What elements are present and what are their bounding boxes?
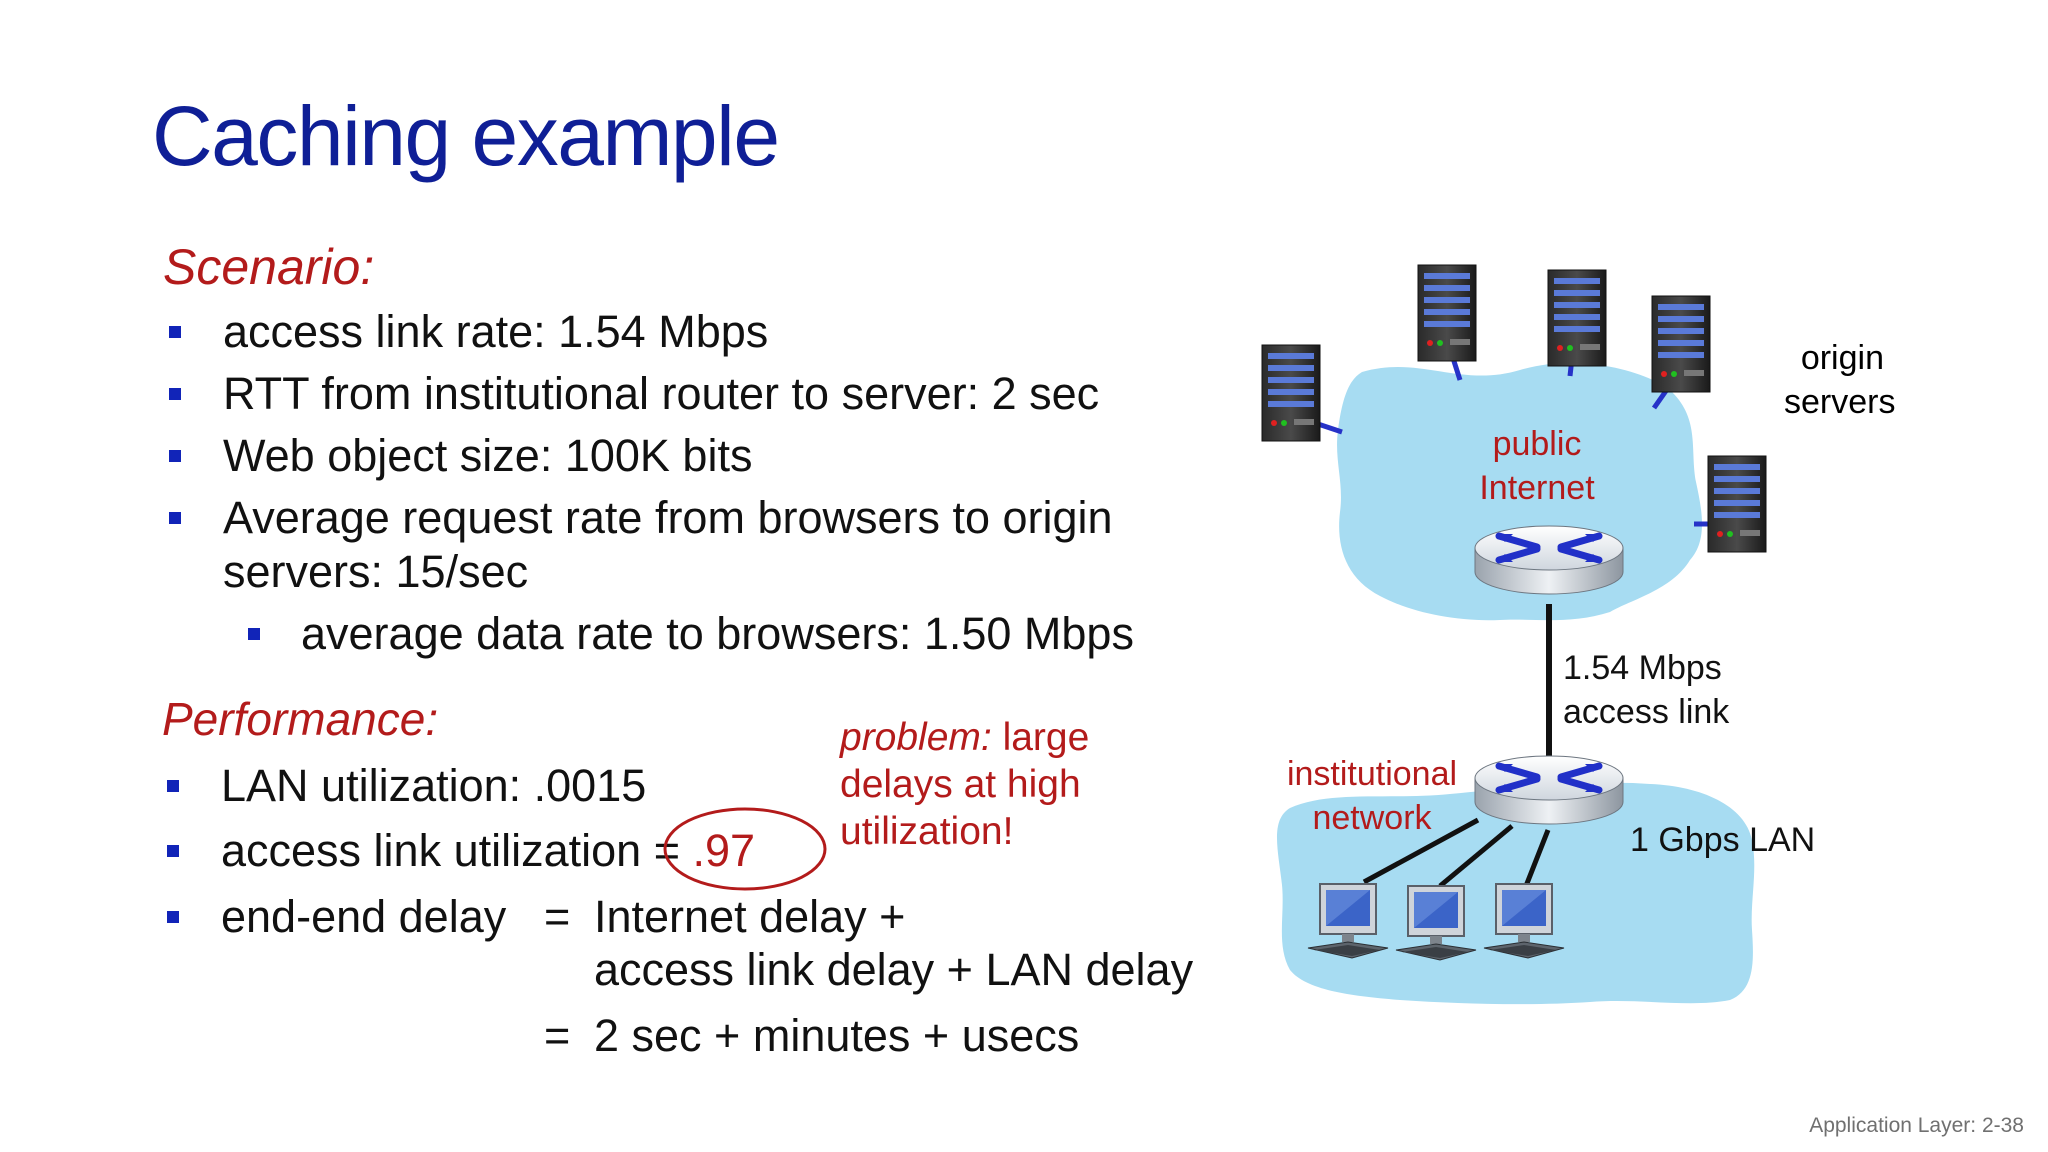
scenario-item-access-rate: access link rate: 1.54 Mbps bbox=[223, 306, 769, 357]
bullet-marker bbox=[169, 512, 181, 524]
problem-note-line1: problem: large bbox=[840, 714, 1089, 761]
perf-delay-access-lan: access link delay + LAN delay bbox=[594, 944, 1194, 995]
server-link bbox=[1317, 421, 1343, 435]
perf-lan-utilization: LAN utilization: .0015 bbox=[221, 760, 647, 811]
origin-server-icon bbox=[1651, 295, 1711, 393]
problem-label: problem: bbox=[840, 716, 992, 759]
perf-access-utilization: access link utilization = .97 bbox=[221, 825, 755, 877]
institutional-network-label: institutional network bbox=[1282, 752, 1462, 840]
bullet-marker bbox=[167, 780, 179, 792]
scenario-sub-item-data-rate: average data rate to browsers: 1.50 Mbps bbox=[301, 608, 1134, 659]
scenario-item-request-rate: Average request rate from browsers to or… bbox=[223, 492, 1113, 543]
scenario-item-rtt: RTT from institutional router to server:… bbox=[223, 368, 1100, 419]
public-internet-label: public Internet bbox=[1472, 422, 1602, 510]
perf-delay-internet: Internet delay + bbox=[594, 891, 906, 942]
lan-link bbox=[1523, 829, 1551, 887]
lan-link bbox=[1438, 824, 1514, 888]
pc-icon bbox=[1307, 883, 1389, 959]
perf-access-util-label: access link utilization bbox=[221, 825, 642, 876]
highlight-ellipse bbox=[663, 807, 827, 891]
access-link-label-line1: 1.54 Mbps bbox=[1563, 649, 1722, 687]
origin-server-icon bbox=[1547, 269, 1607, 367]
bullet-marker bbox=[169, 326, 181, 338]
origin-server-icon bbox=[1707, 455, 1767, 553]
bullet-marker bbox=[169, 450, 181, 462]
institutional-network-label-line1: institutional bbox=[1286, 755, 1458, 793]
lan-link bbox=[1362, 817, 1480, 885]
bullet-marker bbox=[167, 911, 179, 923]
origin-server-icon bbox=[1261, 344, 1321, 442]
lan-label: 1 Gbps LAN bbox=[1630, 821, 1816, 859]
bullet-marker bbox=[169, 388, 181, 400]
origin-server-icon bbox=[1417, 264, 1477, 362]
perf-access-util-value: .97 bbox=[692, 825, 756, 876]
perf-delay-eq-2: = bbox=[544, 1010, 571, 1061]
origin-servers-label-line2: servers bbox=[1784, 383, 1896, 421]
slide-footer: Application Layer: 2-38 bbox=[1809, 1114, 2024, 1137]
perf-delay-result: 2 sec + minutes + usecs bbox=[594, 1010, 1080, 1061]
perf-delay-eq-1: = bbox=[544, 891, 571, 942]
access-link-label: 1.54 Mbps access link bbox=[1563, 646, 1729, 734]
public-internet-label-line1: public bbox=[1492, 425, 1582, 463]
sub-bullet-marker bbox=[248, 628, 260, 640]
problem-note-line1-rest: large bbox=[991, 716, 1090, 759]
perf-delay-label: end-end delay bbox=[221, 891, 507, 942]
scenario-item-object-size: Web object size: 100K bits bbox=[223, 430, 753, 481]
performance-heading: Performance: bbox=[162, 693, 439, 745]
scenario-item-request-rate-cont: servers: 15/sec bbox=[223, 546, 529, 597]
pc-icon bbox=[1483, 883, 1565, 959]
pc-icon bbox=[1395, 885, 1477, 961]
bullet-marker bbox=[167, 845, 179, 857]
problem-note-line2: delays at high bbox=[840, 763, 1081, 806]
internet-router-icon bbox=[1475, 526, 1623, 594]
scenario-heading: Scenario: bbox=[163, 239, 375, 295]
origin-servers-label: origin servers bbox=[1784, 336, 1896, 424]
public-internet-label-line2: Internet bbox=[1479, 469, 1595, 507]
problem-note-line3: utilization! bbox=[840, 810, 1014, 853]
institutional-router-icon bbox=[1475, 756, 1623, 824]
origin-servers-label-line1: origin bbox=[1800, 339, 1884, 377]
problem-note: problem: large delays at high utilizatio… bbox=[840, 714, 1089, 855]
slide-title: Caching example bbox=[152, 89, 780, 183]
institutional-network-label-line2: network bbox=[1312, 799, 1432, 837]
access-link-label-line2: access link bbox=[1563, 693, 1730, 731]
